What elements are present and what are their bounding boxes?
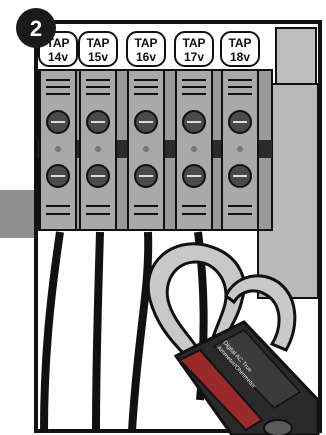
tap-word: TAP [228, 36, 251, 50]
band-dot [237, 146, 243, 152]
step-badge: 2 [16, 8, 56, 48]
meter-dial [264, 420, 292, 435]
band-dot [55, 146, 61, 152]
tap-word: TAP [134, 36, 157, 50]
step-number: 2 [30, 16, 42, 41]
band-dot [191, 146, 197, 152]
wire-2 [96, 232, 100, 431]
tap-voltage: 16v [136, 50, 156, 64]
tap-voltage: 17v [184, 50, 204, 64]
band-dot [143, 146, 149, 152]
terminal-columns [40, 70, 258, 230]
tap-voltage: 18v [230, 50, 250, 64]
tap-word: TAP [86, 36, 109, 50]
band-dot [95, 146, 101, 152]
tap-voltage: 15v [88, 50, 108, 64]
tap-voltage: 14v [48, 50, 68, 64]
tap-word: TAP [182, 36, 205, 50]
